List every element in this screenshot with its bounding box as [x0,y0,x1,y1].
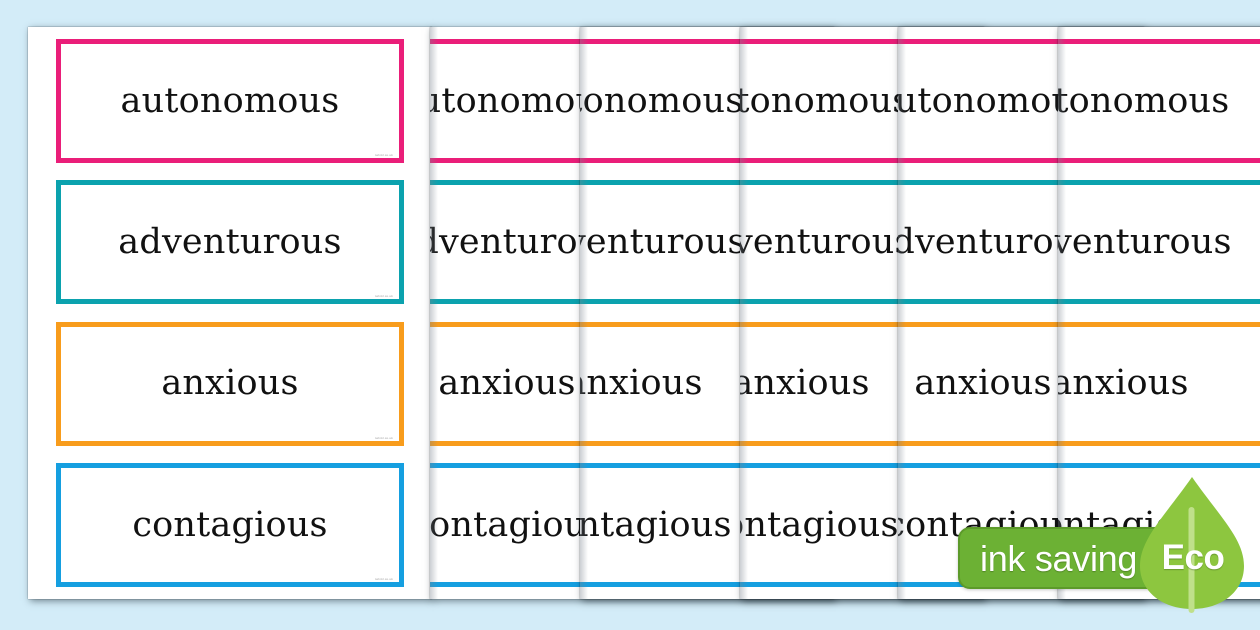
word-card[interactable]: adventurous twinkl.co.uk [56,180,404,305]
word-card-label: adventurous [740,221,913,262]
ink-saving-eco-badge: ink saving Eco [958,471,1254,626]
word-card-label: anxious [1058,363,1189,404]
page-content: autonomous twinkl.co.uk adventurous twinkl.… [28,27,432,599]
copyright-note: twinkl.co.uk [375,294,393,299]
word-card-label: autonomous [1058,80,1230,121]
word-card[interactable]: contagious twinkl.co.uk [56,462,404,587]
word-card-label: anxious [580,363,703,404]
word-card-label: contagious [580,504,732,545]
word-card-label: adventurous [118,221,342,262]
eco-leaf-label: Eco [1161,538,1225,577]
word-card-label: contagious [430,504,605,545]
copyright-note: twinkl.co.uk [375,153,393,157]
word-card-label: autonomous [120,80,340,121]
word-card-label: adventurous [580,221,746,262]
word-card-label: adventurous [1058,221,1232,262]
word-card[interactable]: anxious twinkl.co.uk [56,321,404,446]
copyright-note: twinkl.co.uk [375,435,393,440]
word-card-label: autonomous [580,80,744,121]
word-card[interactable]: autonomous twinkl.co.uk [56,39,404,163]
leaf-icon [1140,477,1244,613]
copyright-note: twinkl.co.uk [375,576,393,581]
word-card-label: anxious [161,363,299,404]
eco-pill-label: ink saving [980,538,1138,579]
word-card-label: contagious [132,504,328,545]
word-card-label: anxious [914,363,1052,404]
word-card-label: anxious [740,363,870,404]
word-card-label: contagious [740,504,899,545]
word-card-page[interactable]: autonomous twinkl.co.uk adventurous twinkl.… [28,27,432,599]
word-card-label: autonomous [740,80,911,121]
word-card-label: anxious [438,363,576,404]
